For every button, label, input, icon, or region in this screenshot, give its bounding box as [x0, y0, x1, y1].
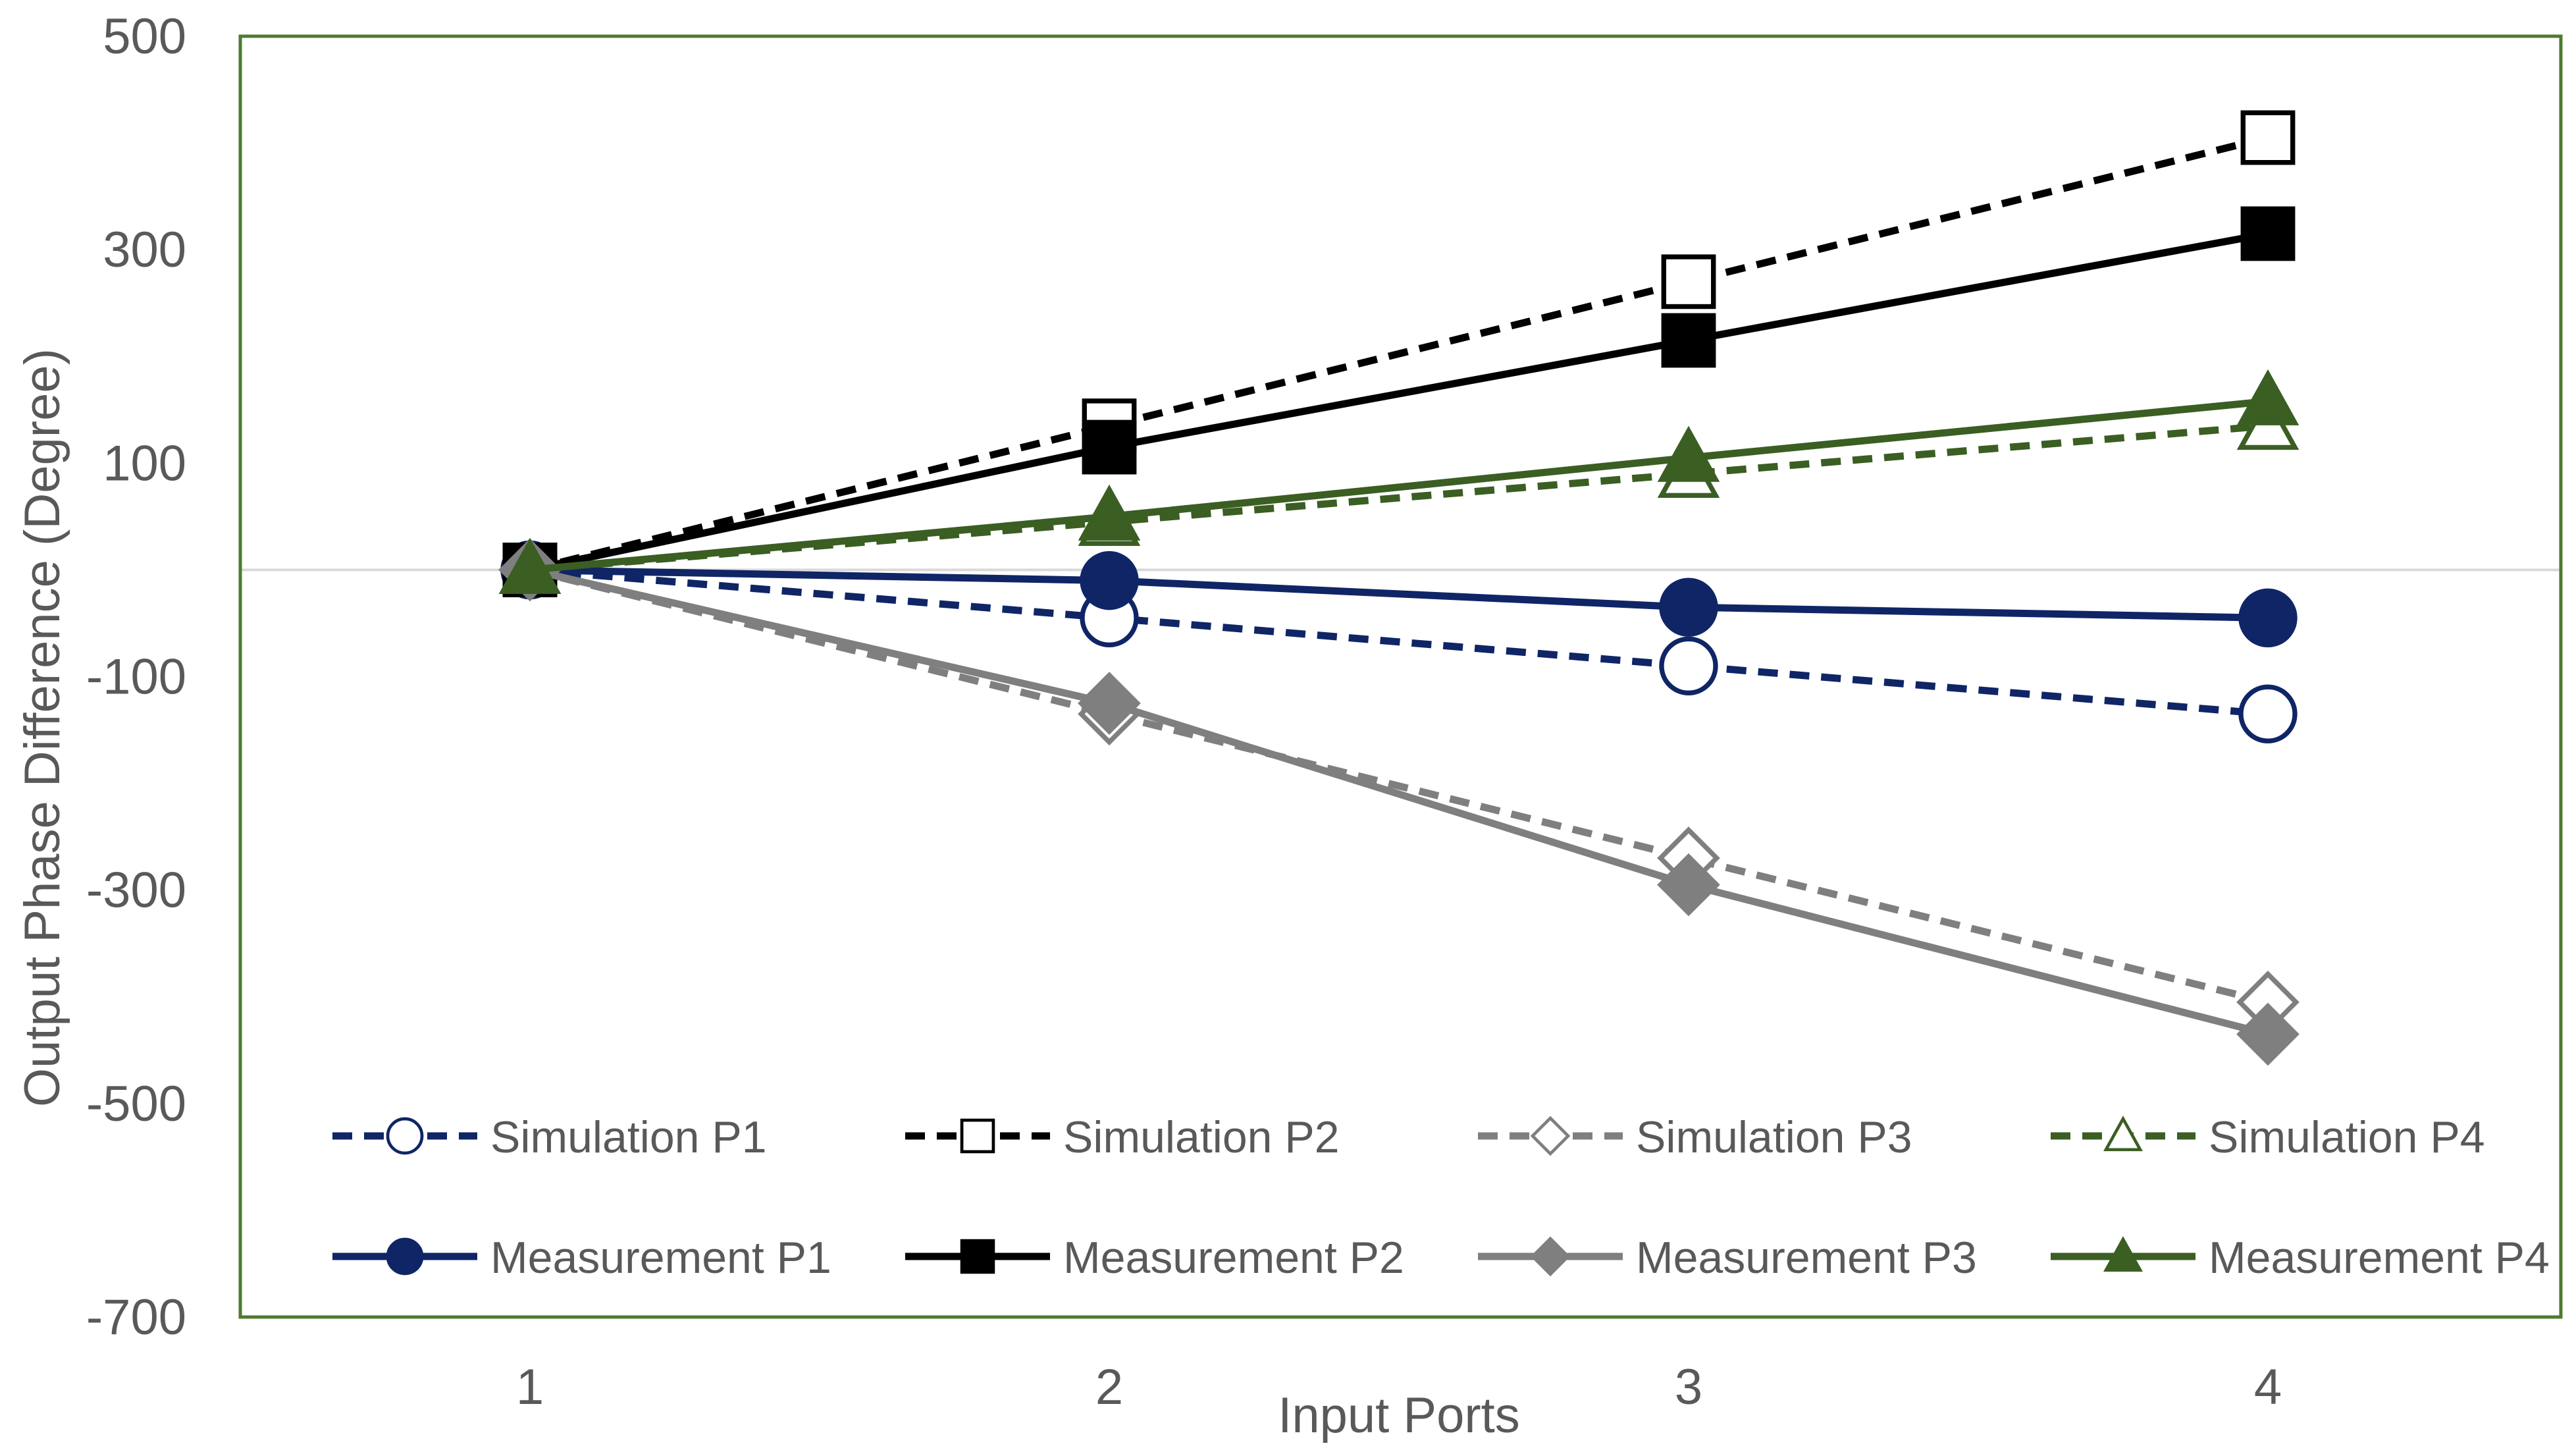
legend-marker: [2103, 1236, 2143, 1272]
data-point: [2240, 110, 2296, 165]
legend-marker: [1530, 1236, 1571, 1277]
data-point: [1657, 425, 1720, 482]
data-point: [2238, 684, 2298, 743]
data-point: [2238, 588, 2298, 648]
series-line: [529, 566, 2269, 1006]
data-point: [498, 537, 562, 594]
legend-label: Measurement P3: [1636, 1233, 1977, 1283]
series-line: [529, 397, 2269, 574]
legend-item: Measurement P1: [332, 1233, 831, 1283]
data-point: [2236, 369, 2300, 425]
y-tick-label: -300: [86, 863, 186, 919]
legend-item: Simulation P2: [905, 1112, 1340, 1162]
legend-label: Simulation P4: [2209, 1112, 2485, 1162]
legend-item: Measurement P4: [2051, 1233, 2550, 1283]
legend-label: Simulation P1: [490, 1112, 767, 1162]
data-point: [2236, 1002, 2300, 1066]
data-point: [1661, 254, 1716, 310]
legend-marker: [2103, 1116, 2143, 1152]
y-tick-label: -700: [86, 1289, 186, 1345]
legend-marker: [1530, 1116, 1571, 1156]
data-point: [2240, 206, 2296, 261]
y-axis-title: Output Phase Difference (Degree): [14, 348, 70, 1107]
x-tick-label: 4: [2254, 1359, 2282, 1415]
data-point: [1078, 672, 1141, 735]
legend-label: Measurement P4: [2209, 1233, 2550, 1283]
data-point: [1078, 484, 1141, 541]
legend-marker: [960, 1239, 995, 1274]
legend-item: Measurement P2: [905, 1233, 1404, 1283]
legend-marker: [386, 1117, 424, 1155]
data-point: [1659, 636, 1718, 695]
data-point: [1082, 419, 1137, 475]
x-tick-label: 1: [516, 1359, 544, 1415]
legend-label: Measurement P2: [1063, 1233, 1404, 1283]
series-line: [529, 230, 2269, 574]
data-point: [1080, 551, 1139, 610]
legend-item: Simulation P1: [332, 1112, 767, 1162]
y-tick-label: 500: [103, 9, 186, 65]
legend-label: Measurement P1: [490, 1233, 831, 1283]
series-line: [529, 134, 2269, 574]
y-tick-label: -100: [86, 649, 186, 705]
data-point: [1659, 578, 1718, 637]
legend-marker: [386, 1237, 424, 1276]
series-line: [529, 566, 2269, 1038]
series-measurement-p4: [498, 369, 2300, 594]
x-axis-title: Input Ports: [1278, 1387, 1520, 1443]
legend-item: Measurement P3: [1478, 1233, 1977, 1283]
plot-area-border: [238, 34, 2563, 1319]
y-tick-label: 100: [103, 435, 186, 491]
data-point: [1657, 853, 1720, 917]
series-line: [529, 566, 2269, 622]
data-point: [1661, 313, 1716, 368]
x-tick-label: 3: [1675, 1359, 1702, 1415]
legend-marker: [960, 1118, 995, 1154]
legend-item: Simulation P3: [1478, 1112, 1912, 1162]
legend-label: Simulation P2: [1063, 1112, 1340, 1162]
x-tick-label: 2: [1095, 1359, 1123, 1415]
y-tick-label: 300: [103, 222, 186, 278]
legend-label: Simulation P3: [1636, 1112, 1912, 1162]
legend-item: Simulation P4: [2051, 1112, 2485, 1162]
series-line: [529, 566, 2269, 718]
y-tick-label: -500: [86, 1076, 186, 1132]
